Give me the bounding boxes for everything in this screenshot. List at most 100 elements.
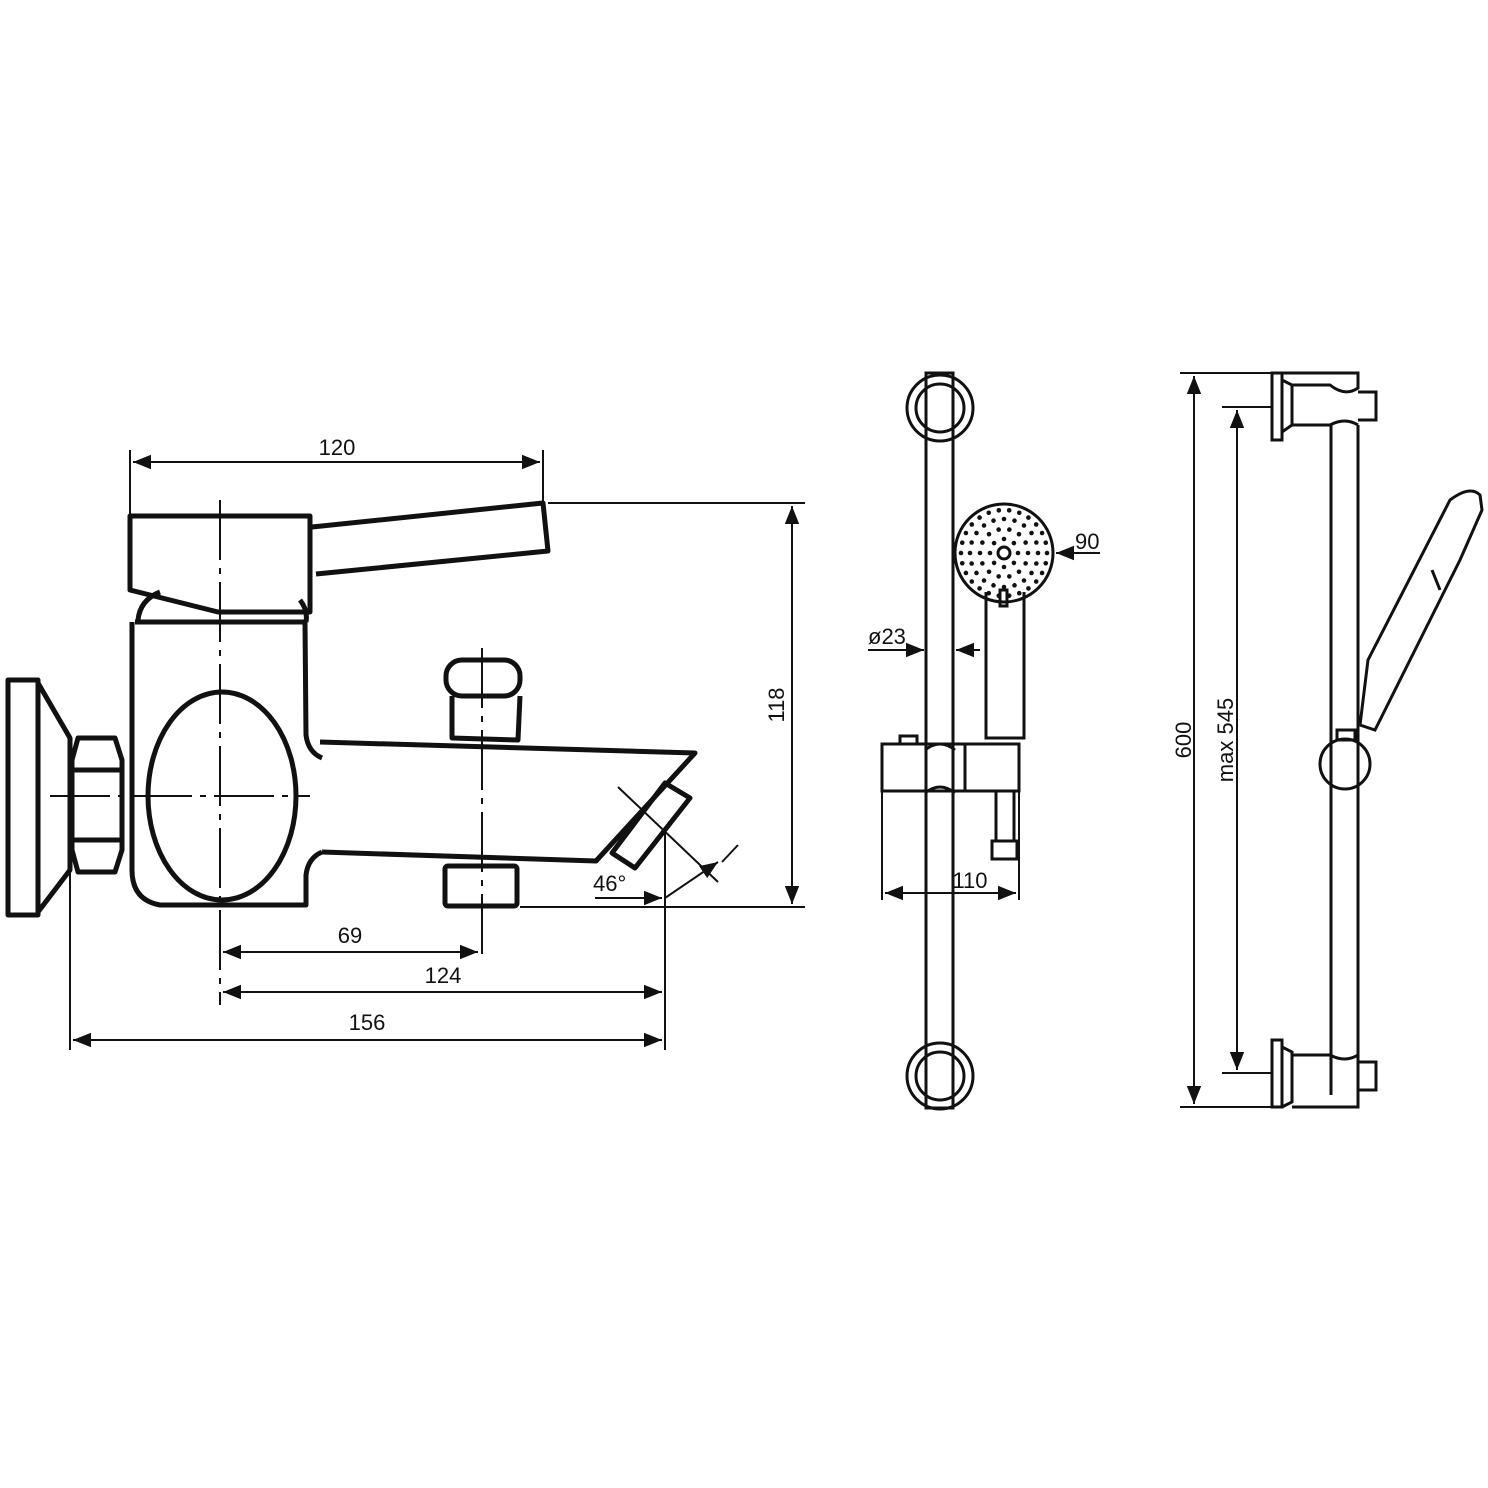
nozzle-dot: [987, 550, 993, 556]
dim-head-diameter: 90: [1075, 529, 1099, 554]
nozzle-dot: [977, 550, 983, 556]
lever-handle: [311, 500, 551, 577]
dim-height: 118: [764, 687, 789, 722]
spout-outlet: [609, 780, 693, 871]
nozzle-dot: [1011, 540, 1017, 546]
nozzle-dot: [991, 518, 996, 523]
nozzle-dot: [974, 530, 979, 536]
nozzle-dot: [1033, 522, 1039, 527]
mixer-body: [129, 619, 324, 908]
nozzle-dot: [986, 531, 992, 537]
nozzle-dot: [1039, 530, 1045, 536]
nozzle-dot: [991, 583, 996, 588]
dim-slider-depth: 110: [952, 868, 987, 893]
nozzle-dot: [1021, 523, 1027, 528]
nozzle-dot: [1016, 590, 1022, 596]
nozzle-dot: [959, 540, 965, 546]
nozzle-dot: [1015, 550, 1021, 556]
mixer-dimensions: 120 118 69 124 156 46°: [69, 435, 805, 1050]
shower-hose: [990, 789, 1019, 861]
nozzle-dot: [977, 586, 982, 591]
nozzle-dot: [986, 590, 992, 596]
nozzle-dot: [977, 515, 982, 520]
lever-cap: [127, 513, 313, 615]
nozzle-dot: [991, 540, 997, 546]
bath-mixer-side-view: [5, 500, 719, 1005]
nozzle-dot: [980, 561, 985, 566]
nozzle-dot: [1025, 550, 1031, 556]
nozzle-dot: [1016, 569, 1022, 575]
nozzle-dot: [1039, 570, 1045, 576]
nozzle-dot: [1029, 530, 1034, 536]
dim-rail-diameter: ø23: [868, 624, 906, 649]
top-bracket-side: [1270, 371, 1378, 442]
nozzle-dot: [963, 530, 969, 536]
nozzle-dot: [980, 540, 985, 545]
nozzle-dot: [1016, 510, 1022, 516]
hand-shower-side: [1358, 489, 1484, 732]
dim-spout-center: 124: [425, 963, 462, 988]
nozzle-dot: [986, 510, 992, 516]
nozzle-dot: [969, 540, 974, 545]
wall-flange: [5, 677, 41, 918]
nozzle-dot: [1026, 515, 1031, 520]
nozzle-dot: [1034, 540, 1039, 545]
nozzle-dot: [996, 574, 1001, 579]
bottom-wall-bracket: [905, 1041, 975, 1111]
dim-total-length: 600: [1171, 722, 1196, 759]
nozzle-dot: [1001, 536, 1007, 542]
nozzle-dot: [1023, 561, 1028, 566]
dim-total-projection: 156: [349, 1010, 386, 1035]
flange-cone: [35, 681, 73, 914]
bottom-bracket-side: [1270, 1038, 1378, 1109]
top-wall-bracket: [905, 373, 975, 443]
slider-side: [1318, 728, 1372, 791]
nozzle-dot: [986, 569, 992, 575]
nozzle-dot: [969, 522, 975, 527]
dim-max-slide: max 545: [1213, 698, 1238, 782]
shower-rail-front-view: [880, 371, 1055, 1111]
hand-shower: [953, 502, 1055, 740]
nozzle-dot: [969, 579, 975, 584]
nozzle-dot: [1021, 578, 1027, 583]
spout: [319, 739, 698, 864]
dim-spout-angle: 46°: [593, 871, 626, 896]
nozzle-dot: [974, 570, 979, 576]
nozzle-dot: [1044, 550, 1050, 556]
nozzle-dot: [1001, 564, 1007, 570]
spray-nozzles: [958, 508, 1050, 598]
nozzle-dot: [1034, 561, 1039, 566]
nozzle-dot: [1026, 586, 1031, 591]
nozzle-dot: [1001, 516, 1007, 522]
nozzle-dot: [996, 508, 1002, 513]
rail-front-dimensions: 90 ø23 110: [868, 529, 1100, 901]
nozzle-dot: [1001, 584, 1007, 590]
dim-lever-width: 120: [319, 435, 356, 460]
slider: [880, 734, 1021, 795]
shower-rail-side-view: [1270, 371, 1484, 1109]
nozzle-dot: [1016, 531, 1022, 537]
nozzle-dot: [1006, 508, 1012, 513]
rail-bar: [924, 371, 955, 1110]
nozzle-dot: [1012, 518, 1017, 523]
nozzle-dot: [1007, 527, 1012, 532]
nozzle-dot: [1043, 560, 1049, 566]
nozzle-dot: [1033, 579, 1039, 584]
nozzle-dot: [1012, 583, 1017, 588]
nozzle-dot: [1043, 540, 1049, 546]
nozzle-dot: [963, 570, 969, 576]
nozzle-dot: [958, 550, 964, 556]
rail-bar-side: [1329, 425, 1360, 1095]
nozzle-dot: [967, 550, 973, 556]
nozzle-dot: [981, 523, 987, 528]
nozzle-dot: [1029, 570, 1034, 576]
dim-diverter: 69: [338, 923, 362, 948]
hex-nut: [69, 735, 125, 875]
nozzle-dot: [969, 561, 974, 566]
nozzle-dot: [1011, 560, 1017, 566]
nozzle-dot: [991, 560, 997, 566]
nozzle-dot: [959, 560, 965, 566]
nozzle-dot: [981, 578, 987, 583]
